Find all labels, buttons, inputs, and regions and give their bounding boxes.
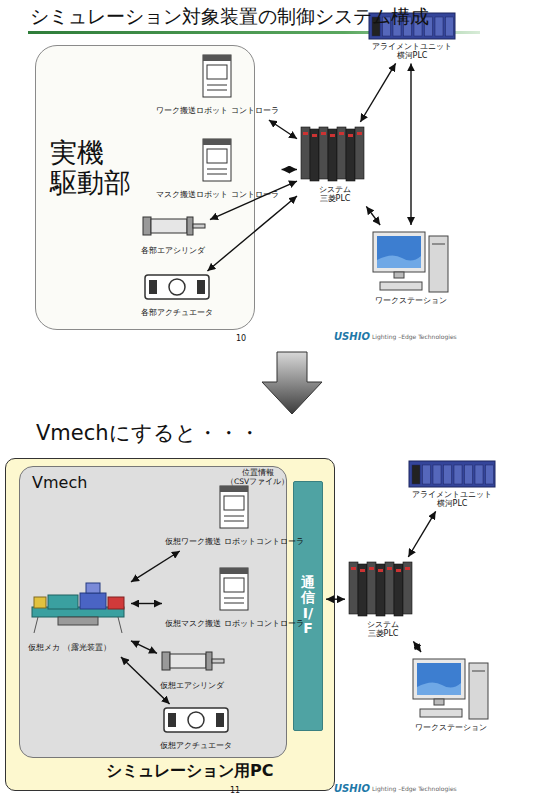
virtual-air-cylinder-icon	[160, 649, 226, 673]
company-logo: USHIO	[334, 331, 370, 343]
device-label: 仮想マスク搬送 ロボットコントローラ	[165, 620, 304, 629]
panel-label: 実機 駆動部	[50, 138, 131, 197]
connector-arrow	[326, 598, 345, 599]
slide-title: シミュレーション対象装置の制御システム構成	[30, 6, 429, 28]
air-cylinder: 各部エアシリンダ	[141, 214, 207, 257]
device-label: 仮想ワーク搬送 ロボットコントローラ	[165, 538, 304, 547]
tagline: Lighting –Edge Technologies	[372, 786, 457, 793]
device-label: 各部エアシリンダ	[141, 247, 205, 256]
connector-arrow	[408, 511, 435, 557]
page-number: 10	[236, 334, 246, 343]
connector-arrow	[410, 63, 411, 225]
system-plc: システム 三菱PLC	[348, 560, 418, 638]
connector-arrow	[269, 120, 297, 139]
connector-arrow	[360, 63, 395, 122]
page-number: 11	[230, 786, 240, 795]
workstation: ワークステーション	[372, 228, 450, 305]
connector-arrow	[413, 641, 421, 652]
tagline: Lighting –Edge Technologies	[372, 334, 457, 341]
panel-label: 通信I/F	[301, 575, 315, 637]
system-plc: システム 三菱PLC	[300, 125, 370, 203]
slide-heading: Vmechにすると・・・	[36, 421, 260, 445]
connector-arrow	[131, 641, 157, 653]
device-label: システム 三菱PLC	[367, 620, 399, 638]
workstation-icon	[372, 228, 450, 294]
virtual-actuator-icon	[163, 707, 229, 733]
robot-controller-icon	[200, 54, 234, 98]
drive-unit-panel: 実機 駆動部ワーク搬送ロボット コントローラマスク搬送ロボット コントローラ各部…	[35, 45, 255, 330]
transition-arrow	[262, 352, 322, 414]
actuator: 各部アクチュエータ	[141, 274, 213, 319]
air-cylinder-icon	[141, 214, 207, 238]
device-label: マスク搬送ロボット コントローラ	[156, 191, 279, 200]
robot-controller: マスク搬送ロボット コントローラ	[156, 138, 279, 201]
workstation: ワークステーション	[412, 655, 490, 732]
virtual-air-cylinder: 仮想エアシリンダ	[160, 649, 226, 692]
connector-arrow	[121, 657, 170, 704]
alignment-plc-icon	[408, 460, 496, 488]
panel-label: Vmech	[32, 474, 87, 492]
alignment-plc: アライメントユニット 横河PLC	[408, 460, 496, 508]
device-label: アライメントユニット 横河PLC	[412, 490, 492, 508]
virtual-machine-icon	[28, 577, 128, 635]
device-label: ワークステーション	[415, 723, 487, 732]
vmech-panel: Vmech仮想メカ （露光装置）仮想ワーク搬送 ロボットコントローラ仮想マスク搬…	[19, 466, 287, 758]
connector-arrow	[210, 181, 297, 220]
device-label: ワーク搬送ロボット コントローラ	[156, 107, 279, 116]
robot-controller: ワーク搬送ロボット コントローラ	[156, 54, 279, 117]
comm-interface: 通信I/F	[293, 481, 323, 731]
device-label: アライメントユニット 横河PLC	[372, 42, 452, 60]
system-plc-icon	[300, 125, 370, 183]
device-label: 仮想メカ （露光装置）	[28, 644, 111, 653]
virtual-machine: 仮想メカ （露光装置）	[28, 577, 128, 654]
virtual-actuator: 仮想アクチュエータ	[160, 707, 232, 752]
simulation-pc: シミュレーション用PC Vmech 仮想メカ （露光装置） 仮想ワーク搬送 ロボットコ…	[5, 458, 335, 791]
workstation-icon	[412, 655, 490, 721]
connector-arrow	[282, 169, 297, 170]
virtual-robot-controller: 仮想マスク搬送 ロボットコントローラ	[165, 567, 304, 630]
connector-arrow	[131, 603, 162, 604]
device-label: ワークステーション	[375, 296, 447, 305]
company-logo: USHIO	[334, 783, 370, 795]
panel-label: シミュレーション用PC	[106, 762, 273, 780]
robot-controller-icon	[200, 138, 234, 182]
virtual-robot-controller: 仮想ワーク搬送 ロボットコントローラ	[165, 485, 304, 548]
system-plc-icon	[348, 560, 418, 618]
connector-arrow	[366, 206, 380, 225]
virtual-robot-controller-icon	[217, 567, 251, 611]
virtual-robot-controller-icon	[217, 485, 251, 529]
connector-arrow	[131, 551, 180, 582]
position-info-note: 位置情報 （CSVファイル）	[226, 469, 289, 486]
device-label: 各部アクチュエータ	[141, 309, 213, 318]
actuator-icon	[144, 274, 210, 300]
device-label: システム 三菱PLC	[319, 185, 351, 203]
device-label: 仮想アクチュエータ	[160, 742, 232, 751]
connector-arrow	[207, 196, 297, 271]
device-label: 仮想エアシリンダ	[160, 682, 224, 691]
